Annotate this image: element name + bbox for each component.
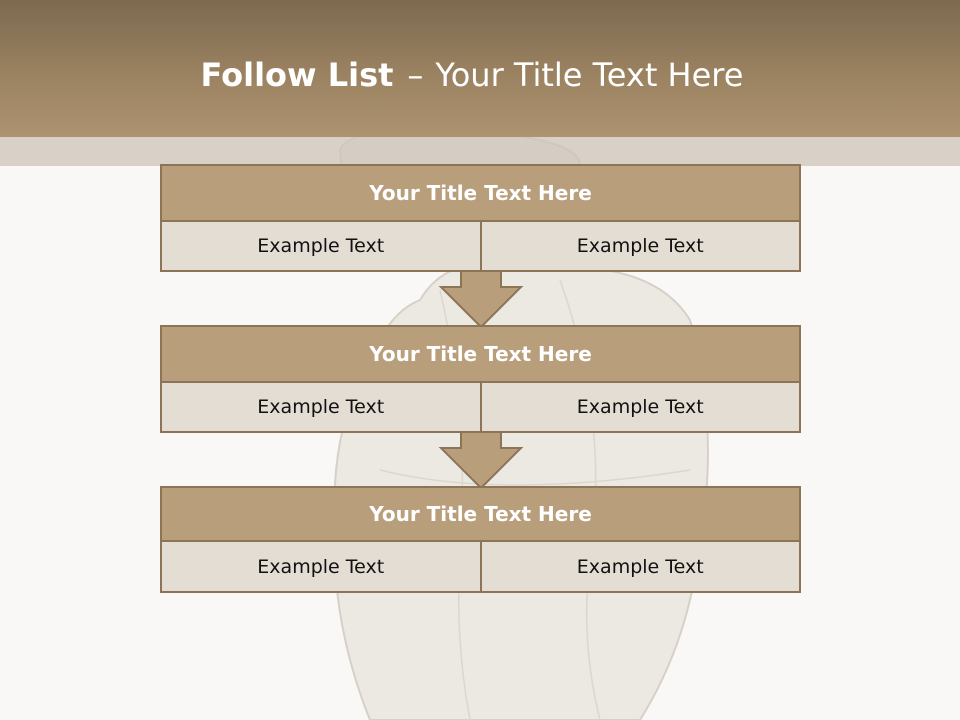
- list-block-1: Your Title Text Here Example Text Exampl…: [160, 164, 801, 272]
- title-separator: –: [407, 56, 424, 94]
- block-cell-right: Example Text: [479, 383, 800, 431]
- block-row: Example Text Example Text: [160, 542, 801, 593]
- block-row: Example Text Example Text: [160, 383, 801, 433]
- title-bar: [0, 0, 960, 137]
- title-bold-part: Follow List: [200, 56, 394, 94]
- block-cell-right: Example Text: [479, 222, 800, 270]
- list-block-2: Your Title Text Here Example Text Exampl…: [160, 325, 801, 433]
- block-cell-left: Example Text: [257, 235, 385, 257]
- block-cell-right: Example Text: [479, 542, 800, 591]
- block-row: Example Text Example Text: [160, 222, 801, 272]
- block-cell-left: Example Text: [257, 396, 385, 418]
- down-arrow-icon: [438, 431, 524, 489]
- block-title: Your Title Text Here: [160, 164, 801, 222]
- slide-title: Follow List–Your Title Text Here: [0, 52, 944, 98]
- block-title: Your Title Text Here: [160, 486, 801, 542]
- title-rest: Your Title Text Here: [435, 56, 744, 94]
- block-title: Your Title Text Here: [160, 325, 801, 383]
- title-bar-strip: [0, 137, 960, 166]
- block-cell-left: Example Text: [257, 555, 385, 578]
- down-arrow-icon: [438, 270, 524, 328]
- list-block-3: Your Title Text Here Example Text Exampl…: [160, 486, 801, 593]
